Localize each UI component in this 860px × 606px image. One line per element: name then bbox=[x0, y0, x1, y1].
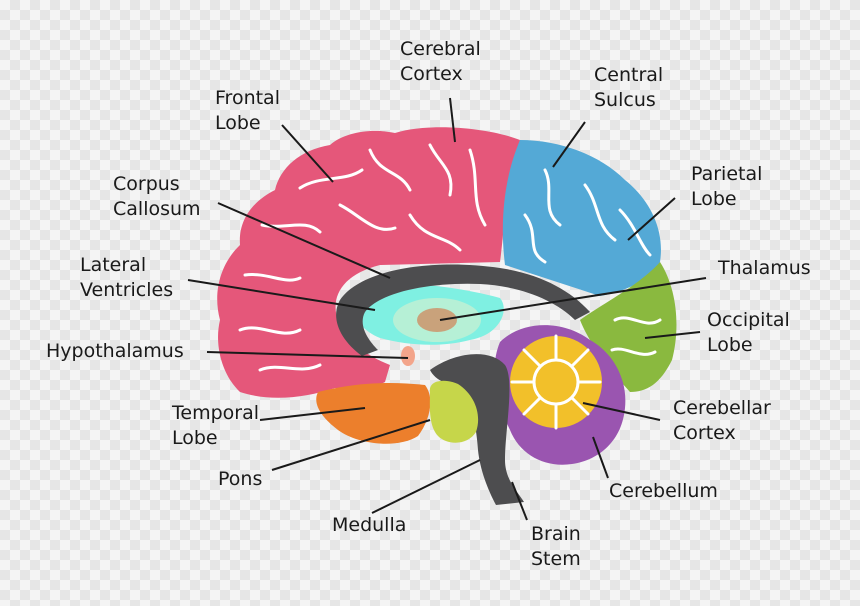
frontal-lobe-region bbox=[217, 127, 520, 398]
label-cerebellum: Cerebellum bbox=[609, 480, 718, 502]
cortex-folds bbox=[238, 143, 662, 372]
parietal-lobe-region bbox=[502, 140, 661, 296]
temporal-lobe-region bbox=[316, 382, 431, 444]
label-hypothalamus: Hypothalamus bbox=[46, 340, 184, 362]
pons-region bbox=[429, 380, 479, 443]
hypothalamus-region bbox=[401, 346, 415, 366]
label-thalamus: Thalamus bbox=[718, 257, 811, 279]
brain-stem-region bbox=[430, 354, 524, 505]
cerebellar-cortex-region bbox=[510, 334, 602, 430]
leader-lines bbox=[187, 97, 707, 521]
label-pons: Pons bbox=[218, 468, 263, 490]
thalamus-region bbox=[417, 308, 457, 332]
corpus-callosum-region bbox=[336, 264, 590, 356]
label-medulla: Medulla bbox=[332, 514, 407, 536]
